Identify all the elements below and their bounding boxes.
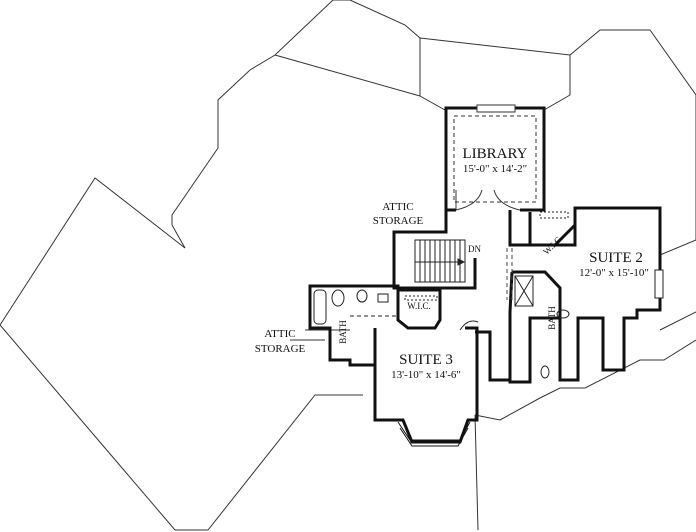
suite3-dims: 13'-10" x 14'-6": [391, 369, 461, 381]
stair-down-label: DN: [468, 244, 481, 254]
staircase: [414, 239, 466, 283]
suite2-bath-label: BATH: [547, 306, 557, 330]
suite3-closet-walls: [396, 288, 442, 330]
suite2-closet-walls: [528, 212, 577, 247]
suite2-name: SUITE 2: [589, 250, 643, 266]
library-details: [453, 104, 537, 211]
attic-storage-top-line1: ATTIC: [382, 201, 413, 213]
stair-walls: [392, 210, 477, 290]
library-name: LIBRARY: [462, 146, 527, 162]
library-dims: 15'-0" x 14'-2": [463, 163, 527, 175]
corridor-dashes: [506, 248, 513, 300]
center-columns: [475, 312, 512, 382]
suite3-name: SUITE 3: [399, 352, 453, 368]
suite2-dims: 12'-0" x 15'-10": [579, 267, 649, 279]
suite3-bath-walls: [308, 284, 400, 367]
suite3-walls: [373, 326, 479, 444]
suite3-bath-label: BATH: [338, 320, 348, 344]
suite3-wic-label: W.I.C.: [407, 301, 430, 311]
suite3-bay-window: [397, 421, 471, 447]
attic-storage-top-line2: STORAGE: [373, 215, 424, 227]
attic-storage-left-line2: STORAGE: [255, 343, 306, 355]
suite3-bath-fixtures: [313, 289, 479, 331]
attic-storage-left-line1: ATTIC: [264, 328, 295, 340]
suite2-fixtures: [514, 211, 664, 379]
